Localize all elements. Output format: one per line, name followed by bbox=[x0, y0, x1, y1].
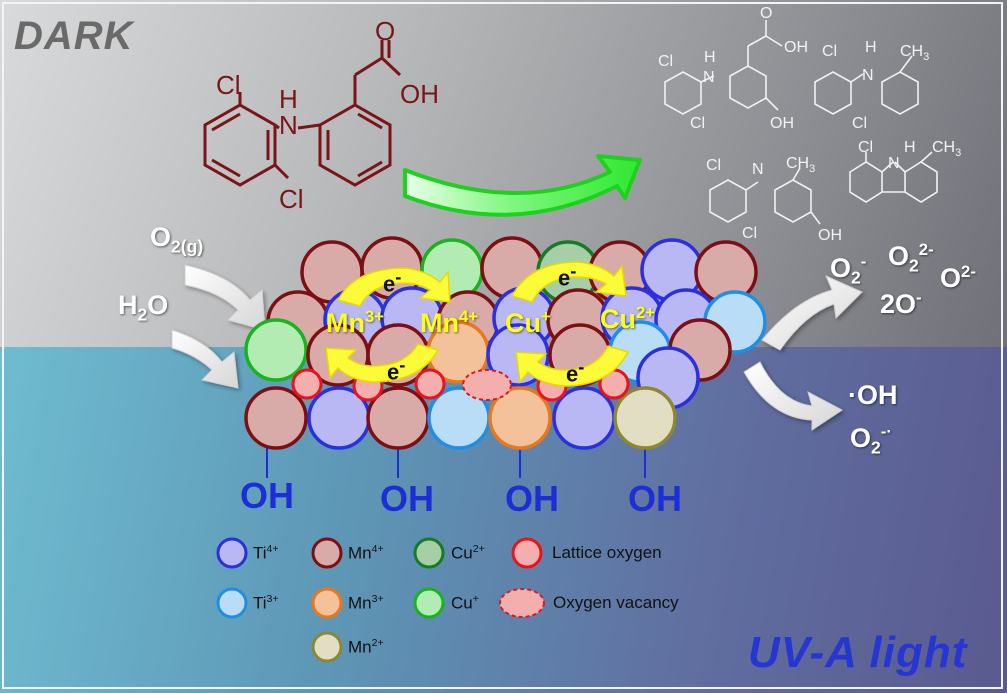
legend-mn4-label: Mn4+ bbox=[348, 543, 384, 563]
dark-condition-label: DARK bbox=[14, 14, 134, 58]
surface-oh-2: OH bbox=[380, 478, 434, 519]
legend-cu2-label: Cu2+ bbox=[451, 543, 485, 563]
peroxide-label: O22- bbox=[888, 240, 934, 276]
legend-ti4-label: Ti4+ bbox=[253, 543, 279, 563]
h2o-label: H2O bbox=[118, 290, 169, 325]
electron-transfer-arrows bbox=[325, 261, 630, 387]
mol-n: N bbox=[279, 110, 298, 140]
mn4-ion-label: Mn4+ bbox=[420, 307, 479, 338]
superoxide-label: O2- bbox=[830, 252, 867, 288]
p3-cl-top: Cl bbox=[706, 157, 721, 174]
cu1-ion-label: Cu+ bbox=[505, 307, 551, 338]
catalyst-ion-mn3 bbox=[488, 386, 552, 450]
legend-vacancy-label: Oxygen vacancy bbox=[553, 593, 679, 612]
legend-cu1-symbol bbox=[413, 587, 445, 619]
p2-cl-bottom: Cl bbox=[852, 115, 867, 132]
legend-lattice-symbol bbox=[511, 537, 543, 569]
legend-mn2-symbol bbox=[311, 631, 343, 663]
lattice-oxygen bbox=[291, 368, 323, 400]
oxide-label: O2- bbox=[940, 262, 976, 293]
p3-ch3: CH3 bbox=[786, 155, 815, 175]
p2-ch3: CH3 bbox=[900, 43, 929, 63]
p1-oh2: OH bbox=[770, 115, 794, 132]
electron-label-top-left: e- bbox=[383, 266, 402, 297]
legend-vacancy-symbol bbox=[499, 588, 545, 618]
legend-cu1-label: Cu+ bbox=[451, 593, 479, 613]
p3-cl-bottom: Cl bbox=[742, 225, 757, 242]
surface-oh-4: OH bbox=[628, 478, 682, 519]
catalyst-ion-cu1 bbox=[244, 318, 308, 382]
p2-h: H bbox=[865, 39, 877, 56]
surface-oh-3: OH bbox=[505, 478, 559, 519]
legend-ti4-symbol bbox=[216, 537, 248, 569]
mol-oh: OH bbox=[400, 79, 439, 109]
electron-label-bottom-right: e- bbox=[566, 356, 585, 387]
p1-cl-bottom: Cl bbox=[690, 115, 705, 132]
oh-stems bbox=[266, 448, 646, 478]
p2-cl-top: Cl bbox=[822, 43, 837, 60]
catalyst-ion-mn4 bbox=[244, 386, 308, 450]
p1-n: N bbox=[703, 69, 715, 86]
two-o-label: 2O- bbox=[880, 288, 922, 319]
mn3-ion-label: Mn3+ bbox=[326, 307, 385, 338]
legend-ti3-label: Ti3+ bbox=[253, 593, 279, 613]
legend-lattice-label: Lattice oxygen bbox=[552, 543, 662, 562]
mol-h: H bbox=[279, 84, 298, 114]
legend-mn2-label: Mn2+ bbox=[348, 637, 384, 657]
legend-mn4-symbol bbox=[311, 537, 343, 569]
legend-cu2-symbol bbox=[413, 537, 445, 569]
electron-label-bottom-left: e- bbox=[387, 354, 406, 385]
legend-mn3-symbol bbox=[311, 587, 343, 619]
hydroxyl-radical-label: ·OH bbox=[848, 380, 898, 410]
diclofenac-labels: Cl Cl H N O OH bbox=[216, 16, 439, 214]
legend-mn3-label: Mn3+ bbox=[348, 593, 384, 613]
p2-n: N bbox=[862, 67, 874, 84]
superoxide-radical-label: O2-· bbox=[850, 422, 892, 458]
p1-h: H bbox=[704, 49, 716, 66]
transformation-arrow bbox=[403, 154, 642, 217]
p4-n: N bbox=[888, 155, 900, 172]
electron-label-top-right: e- bbox=[558, 260, 577, 291]
p1-cl-top: Cl bbox=[658, 53, 673, 70]
legend-ti3-symbol bbox=[216, 587, 248, 619]
ros-arrows bbox=[743, 275, 863, 431]
diclofenac-molecule bbox=[203, 40, 402, 187]
p4-h: H bbox=[904, 139, 916, 156]
p4-ch3: CH3 bbox=[932, 139, 961, 159]
products-labels: Cl Cl H N O OH OH Cl Cl H N CH3 Cl Cl N … bbox=[658, 5, 961, 244]
oxygen-vacancy bbox=[462, 369, 512, 401]
mol-cl-top: Cl bbox=[216, 70, 241, 100]
p4-cl: Cl bbox=[858, 139, 873, 156]
lattice-oxygen bbox=[414, 368, 446, 400]
p3-oh: OH bbox=[818, 227, 842, 244]
p3-n: N bbox=[752, 161, 764, 178]
products-structures bbox=[664, 20, 938, 225]
uva-condition-label: UV-A light bbox=[748, 628, 968, 677]
surface-oh-1: OH bbox=[240, 475, 294, 516]
catalyst-particles bbox=[244, 236, 767, 450]
cu2-ion-label: Cu2+ bbox=[600, 303, 656, 334]
mol-cl-bottom: Cl bbox=[279, 184, 304, 214]
catalyst-ion-mn2 bbox=[613, 386, 677, 450]
o2-gas-label: O2(g) bbox=[150, 222, 204, 257]
mol-o: O bbox=[375, 16, 395, 46]
p1-o: O bbox=[760, 5, 772, 22]
p1-oh: OH bbox=[784, 39, 808, 56]
